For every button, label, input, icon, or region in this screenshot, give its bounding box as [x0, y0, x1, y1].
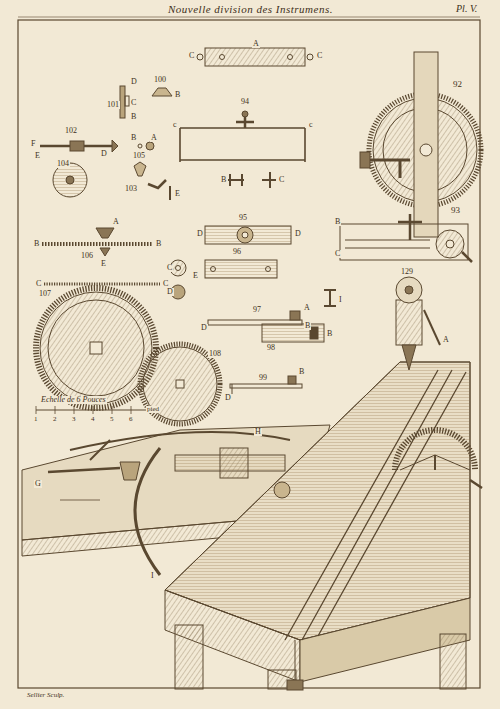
part-letter: G: [34, 480, 42, 488]
part-letter: C: [334, 250, 341, 258]
part-letter: E: [34, 152, 41, 160]
figure-number: 103: [124, 185, 138, 193]
figure-number: 102: [64, 127, 78, 135]
figure-number: 106: [80, 252, 94, 260]
part-letter: D: [196, 230, 204, 238]
part-letter: C: [188, 52, 195, 60]
part-letter: A: [442, 336, 450, 344]
figure-number: 95: [238, 214, 248, 222]
figure-number: 107: [38, 290, 52, 298]
figure-number: 96: [232, 248, 242, 256]
part-letter: H: [254, 428, 262, 436]
scale-number: 1: [33, 416, 39, 423]
figure-number: 93: [450, 206, 461, 215]
scale-unit: pied: [146, 406, 160, 413]
part-letter: I: [150, 572, 155, 580]
part-letter: C: [130, 99, 137, 107]
part-letter: B: [130, 113, 137, 121]
part-letter: A: [303, 304, 311, 312]
part-letter: B: [33, 240, 40, 248]
part-letter: E: [100, 260, 107, 268]
part-letter: D: [294, 230, 302, 238]
part-letter: C: [316, 52, 323, 60]
plate-title: Nouvelle division des Instrumens.: [168, 4, 333, 15]
scale-number: 2: [52, 416, 58, 423]
figure-number: 98: [266, 344, 276, 352]
plate-number: Pl. V.: [455, 4, 478, 14]
part-letter: E: [192, 272, 199, 280]
part-letter: D: [130, 78, 138, 86]
part-letter: B: [130, 134, 137, 142]
figure-number: 104: [56, 160, 70, 168]
part-letter: B: [334, 218, 341, 226]
part-letter: B: [298, 368, 305, 376]
engraver-signature: Sellier Sculp.: [26, 692, 65, 699]
part-letter: A: [112, 218, 120, 226]
scale-number: 5: [109, 416, 115, 423]
figure-number: 108: [208, 350, 222, 358]
part-letter: C: [166, 264, 173, 272]
figure-number: 105: [132, 152, 146, 160]
part-letter: B: [304, 322, 311, 330]
part-letter: D: [224, 394, 232, 402]
part-letter: D: [100, 150, 108, 158]
figure-number: 101: [106, 101, 120, 109]
scale-number: 6: [128, 416, 134, 423]
figure-number: 100: [153, 76, 167, 84]
part-letter: F: [30, 140, 36, 148]
part-letter: A: [252, 40, 260, 48]
scale-number: 4: [90, 416, 96, 423]
part-letter: E: [174, 190, 181, 198]
scale-number: 3: [71, 416, 77, 423]
part-letter: B: [326, 330, 333, 338]
figure-number: 94: [240, 98, 250, 106]
part-letter: c: [172, 121, 178, 129]
part-letter: C: [162, 280, 169, 288]
part-letter: C: [278, 176, 285, 184]
figure-number: 97: [252, 306, 262, 314]
part-letter: c: [308, 121, 314, 129]
part-letter: B: [220, 176, 227, 184]
part-letter: B: [174, 91, 181, 99]
figure-number: 129: [400, 268, 414, 276]
part-letter: B: [155, 240, 162, 248]
part-letter: A: [150, 134, 158, 142]
part-letter: D: [200, 324, 208, 332]
part-letter: C: [35, 280, 42, 288]
scale-caption: Echelle de 6 Pouces: [40, 396, 107, 404]
figure-number: 99: [258, 374, 268, 382]
part-letter: D: [166, 288, 174, 296]
figure-number: 92: [452, 80, 463, 89]
part-letter: I: [338, 296, 343, 304]
